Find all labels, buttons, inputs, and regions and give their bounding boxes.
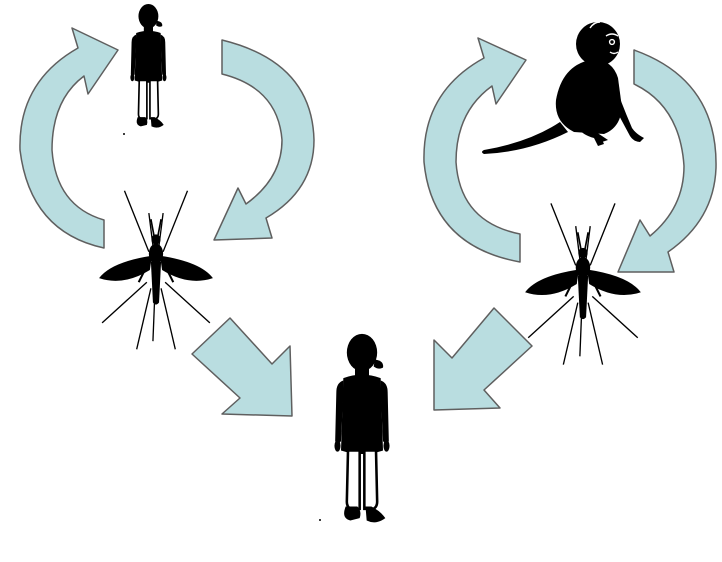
spillover-arrow-left (192, 318, 292, 416)
mosquito-vector-left (99, 191, 213, 350)
right-cycle (424, 22, 716, 365)
speck (319, 519, 321, 521)
left-cycle (20, 4, 314, 349)
left-cycle-up-arrow (20, 28, 118, 248)
right-cycle-down-arrow (618, 50, 716, 272)
left-cycle-down-arrow (214, 40, 314, 240)
human-host-large (334, 334, 389, 523)
speck (123, 133, 125, 135)
human-host-small (130, 4, 166, 128)
spillover-arrow-right (434, 308, 532, 410)
mosquito-vector-right (525, 203, 641, 364)
